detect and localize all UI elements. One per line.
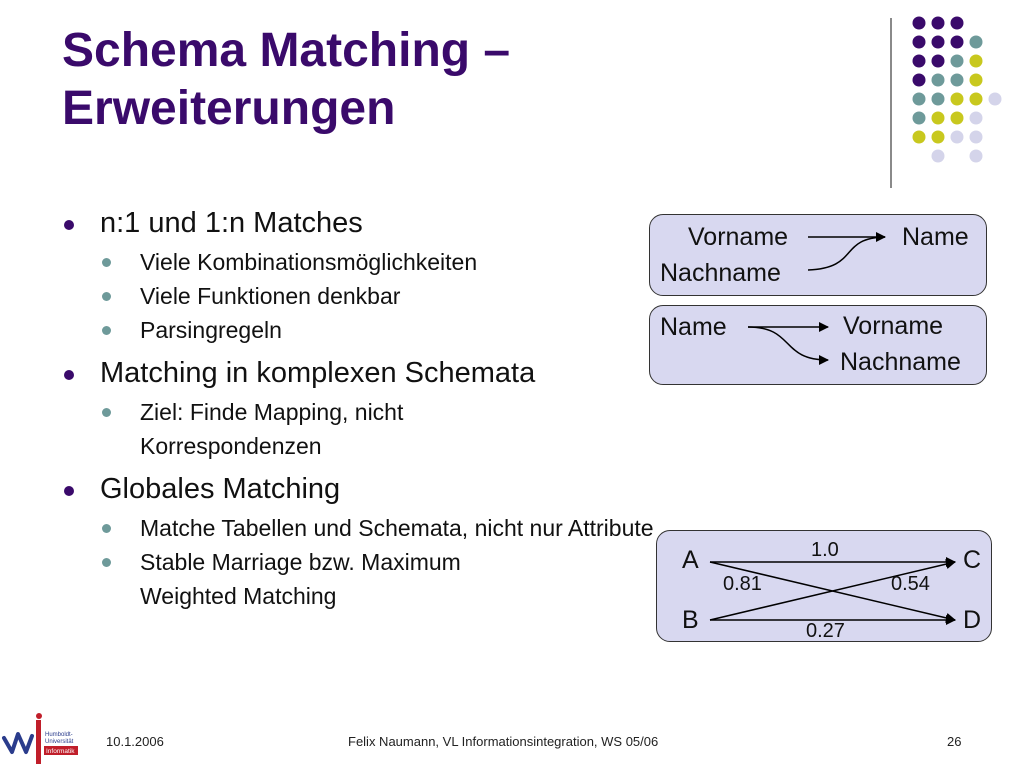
node-c: C — [963, 546, 982, 574]
bullet-item: n:1 und 1:n Matches Viele Kombinationsmö… — [62, 205, 662, 347]
footer-page-number: 26 — [947, 734, 962, 749]
sub-bullet-item: Matche Tabellen und Schemata, nicht nur … — [100, 511, 660, 545]
bullet-text: Globales Matching — [100, 473, 341, 505]
label-name: Name — [660, 313, 727, 341]
label-name: Name — [902, 223, 969, 251]
title-line-1: Schema Matching – — [62, 24, 511, 77]
slide-title: Schema Matching – Erweiterungen — [62, 22, 510, 138]
logo-text-line2: Universität — [45, 739, 74, 745]
label-nachname: Nachname — [840, 348, 961, 376]
title-line-2: Erweiterungen — [62, 82, 396, 135]
title-divider — [890, 18, 892, 188]
sub-bullet-list: Ziel: Finde Mapping, nicht Korrespondenz… — [100, 395, 662, 463]
node-b: B — [682, 606, 699, 634]
humboldt-informatik-logo: Humboldt- Universität Informatik — [2, 713, 78, 764]
label-vorname: Vorname — [688, 223, 789, 251]
weight-b-c: 0.54 — [891, 573, 930, 595]
bullet-text: n:1 und 1:n Matches — [100, 207, 363, 239]
footer-author: Felix Naumann, VL Informationsintegratio… — [348, 734, 659, 749]
weight-a-d: 0.81 — [723, 573, 762, 595]
sub-bullet-list: Viele Kombinationsmöglichkeiten Viele Fu… — [100, 245, 662, 347]
node-a: A — [682, 546, 699, 574]
decorative-dot-grid — [912, 16, 1002, 163]
logo-text-line3: Informatik — [46, 748, 75, 755]
bullet-list: n:1 und 1:n Matches Viele Kombinationsmö… — [62, 205, 662, 619]
sub-bullet-item: Ziel: Finde Mapping, nicht Korrespondenz… — [100, 395, 470, 463]
sub-bullet-item: Viele Funktionen denkbar — [100, 279, 662, 313]
logo-text-line1: Humboldt- — [45, 732, 73, 738]
sub-bullet-item: Viele Kombinationsmöglichkeiten — [100, 245, 662, 279]
footer-date: 10.1.2006 — [106, 734, 164, 749]
weight-b-d: 0.27 — [806, 620, 845, 642]
sub-bullet-item: Parsingregeln — [100, 313, 662, 347]
sub-bullet-item: Stable Marriage bzw. Maximum Weighted Ma… — [100, 545, 540, 613]
node-d: D — [963, 606, 982, 634]
bullet-item: Matching in komplexen Schemata Ziel: Fin… — [62, 355, 662, 463]
label-vorname: Vorname — [843, 312, 944, 340]
weight-a-c: 1.0 — [811, 539, 839, 561]
label-nachname: Nachname — [660, 259, 781, 287]
bullet-item: Globales Matching Matche Tabellen und Sc… — [62, 471, 662, 613]
bullet-text: Matching in komplexen Schemata — [100, 357, 536, 389]
sub-bullet-list: Matche Tabellen und Schemata, nicht nur … — [100, 511, 662, 613]
